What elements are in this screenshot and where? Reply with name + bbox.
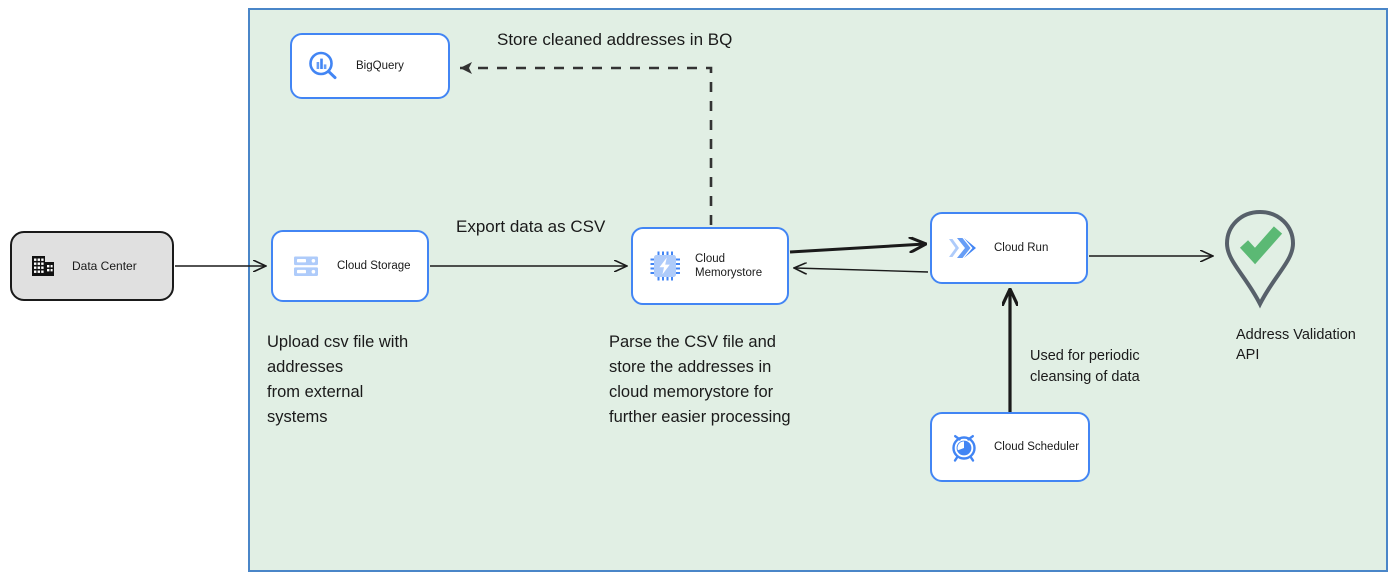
node-label-address-validation-api: Address Validation API [1236, 327, 1356, 363]
node-label-cloud-memorystore: Cloud Memorystore [695, 252, 763, 279]
node-label-cloud-storage: Cloud Storage [337, 259, 411, 272]
node-bigquery[interactable]: BigQuery [290, 33, 450, 99]
google-cloud-boundary [248, 8, 1388, 572]
node-label-bigquery: BigQuery [356, 59, 404, 72]
node-label-cloud-scheduler: Cloud Scheduler [994, 440, 1080, 453]
node-cloud-scheduler[interactable]: Cloud Scheduler [930, 412, 1090, 482]
node-cloud-run[interactable]: Cloud Run [930, 212, 1088, 284]
node-label-data-center: Data Center [72, 258, 137, 273]
node-label-cloud-run: Cloud Run [994, 241, 1049, 254]
cloud-run-icon [946, 233, 980, 263]
alarm-clock-icon [948, 431, 980, 463]
cloud-storage-icon [291, 251, 321, 281]
memorystore-chip-icon [649, 250, 681, 282]
building-icon [30, 253, 56, 279]
edge-label-store-in-bq: Store cleaned addresses in BQ [497, 30, 733, 49]
annotation-periodic-cleansing: Used for periodic cleansing of data [1030, 348, 1140, 386]
bigquery-icon [306, 49, 340, 83]
node-address-validation-api[interactable]: Address Validation API [1218, 206, 1398, 366]
node-data-center[interactable]: Data Center [10, 231, 174, 301]
annotation-upload-csv: Upload csv file with addresses from exte… [267, 333, 409, 427]
node-cloud-memorystore[interactable]: Cloud Memorystore [631, 227, 789, 305]
node-cloud-storage[interactable]: Cloud Storage [271, 230, 429, 302]
edge-label-export-csv: Export data as CSV [456, 217, 606, 236]
map-pin-check-icon [1218, 206, 1302, 310]
annotation-parse-csv: Parse the CSV file and store the address… [609, 333, 791, 427]
